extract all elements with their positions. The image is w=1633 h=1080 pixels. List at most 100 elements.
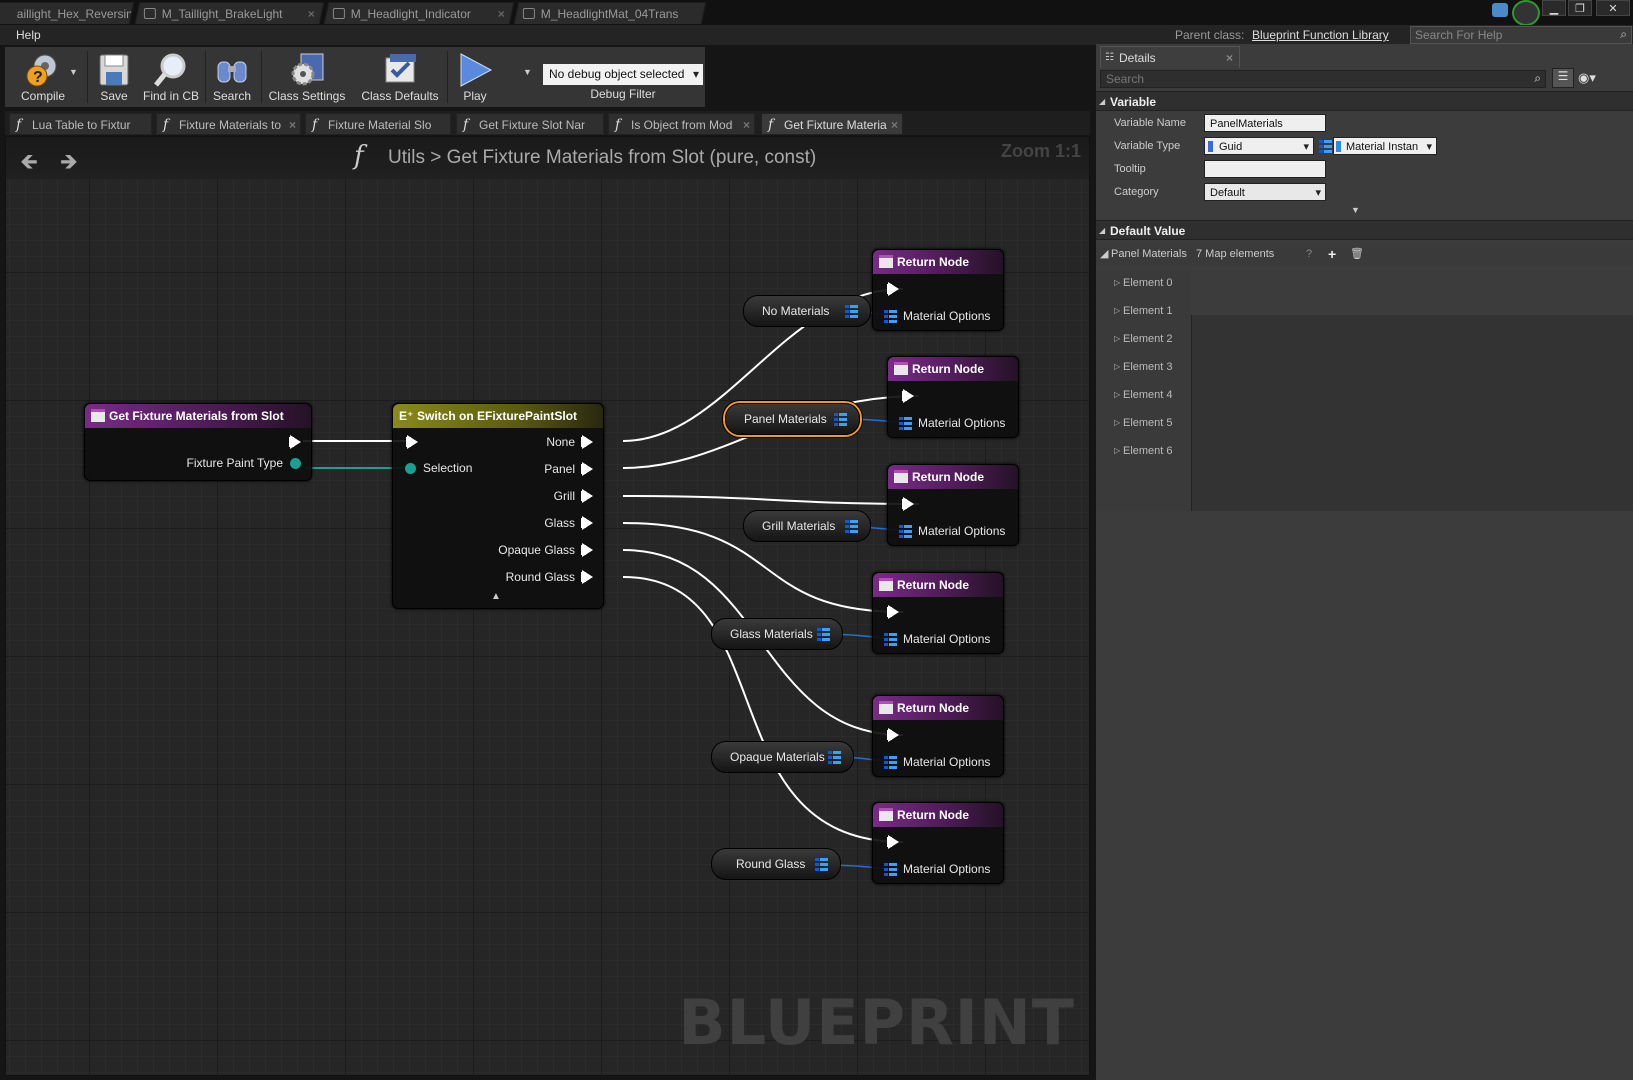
exec-in-pin[interactable] <box>406 435 418 449</box>
play-options-chevron-icon[interactable]: ▼ <box>523 67 532 77</box>
close-icon[interactable]: × <box>1225 51 1233 65</box>
class-defaults-button[interactable]: Class Defaults <box>357 47 443 107</box>
play-button[interactable]: Play <box>449 47 501 107</box>
output-panel-pin[interactable] <box>581 462 593 476</box>
debug-object-dropdown[interactable]: No debug object selected <box>543 64 703 85</box>
search-help-input[interactable]: Search For Help⌕ <box>1410 26 1632 44</box>
close-icon[interactable]: × <box>497 7 505 21</box>
maximize-icon[interactable]: ❐ <box>1568 0 1592 16</box>
entry-node[interactable]: Get Fixture Materials from Slot Fixture … <box>84 403 312 481</box>
close-window-icon[interactable]: ✕ <box>1596 0 1630 16</box>
doc-tab-2[interactable]: M_Taillight_BrakeLight× <box>134 2 325 24</box>
map-element-5[interactable]: Element 5 <box>1096 409 1191 437</box>
map-element-3[interactable]: Element 3 <box>1096 353 1191 381</box>
var-opaque-materials[interactable]: Opaque Materials <box>711 741 854 773</box>
output-opaque-glass-pin[interactable] <box>581 543 593 557</box>
unreal-logo-icon[interactable] <box>1512 0 1540 26</box>
array-pin-icon[interactable] <box>884 310 897 323</box>
output-none-pin[interactable] <box>581 435 593 449</box>
output-round-glass-pin[interactable] <box>581 570 593 584</box>
var-round-glass[interactable]: Round Glass <box>711 848 841 880</box>
forward-arrow-icon[interactable]: 🡺 <box>60 149 78 174</box>
fixture-paint-type-pin[interactable] <box>290 458 301 469</box>
var-glass-materials[interactable]: Glass Materials <box>711 618 843 650</box>
category-dropdown[interactable]: Default <box>1204 183 1326 202</box>
exec-out-pin[interactable] <box>289 435 301 449</box>
map-element-6[interactable]: Element 6 <box>1096 437 1191 465</box>
exec-in-pin[interactable] <box>902 497 914 511</box>
array-pin-icon[interactable] <box>845 520 858 533</box>
array-pin-icon[interactable] <box>834 413 847 426</box>
map-element-1[interactable]: Element 1 <box>1096 297 1191 325</box>
details-search-input[interactable]: Search⌕ <box>1100 70 1546 88</box>
output-glass-pin[interactable] <box>581 516 593 530</box>
array-pin-icon[interactable] <box>828 751 841 764</box>
menu-help[interactable]: Help <box>16 28 41 42</box>
class-settings-button[interactable]: Class Settings <box>263 47 351 107</box>
variable-name-input[interactable]: PanelMaterials <box>1204 114 1326 132</box>
collapse-up-icon[interactable]: ▲ <box>491 591 501 602</box>
find-in-cb-button[interactable]: Find in CB <box>141 47 201 107</box>
breadcrumb-root[interactable]: Utils <box>388 147 425 168</box>
var-no-materials[interactable]: No Materials <box>743 295 871 327</box>
output-grill-pin[interactable] <box>581 489 593 503</box>
compile-button[interactable]: ? Compile <box>5 47 81 107</box>
map-element-2[interactable]: Element 2 <box>1096 325 1191 353</box>
save-button[interactable]: Save <box>91 47 137 107</box>
list-view-icon[interactable]: ☰ <box>1552 68 1574 88</box>
exec-in-pin[interactable] <box>887 835 899 849</box>
array-pin-icon[interactable] <box>817 628 830 641</box>
array-pin-icon[interactable] <box>899 525 912 538</box>
section-default-value[interactable]: Default Value <box>1096 220 1633 241</box>
section-variable[interactable]: Variable <box>1096 91 1633 112</box>
doc-tab-1[interactable]: aillight_Hex_Reversing <box>0 2 135 24</box>
array-pin-icon[interactable] <box>884 863 897 876</box>
exec-in-pin[interactable] <box>887 605 899 619</box>
doc-tab-3[interactable]: M_Headlight_Indicator× <box>323 2 515 24</box>
close-icon[interactable]: × <box>288 118 296 132</box>
help-icon[interactable]: ? <box>1306 248 1313 260</box>
doc-tab-4[interactable]: M_HeadlightMat_04Trans <box>513 2 707 24</box>
back-arrow-icon[interactable]: 🡸 <box>20 149 38 174</box>
array-pin-icon[interactable] <box>845 305 858 318</box>
switch-node[interactable]: E⁺Switch on EFixturePaintSlot Selection … <box>392 403 604 609</box>
close-icon[interactable]: × <box>890 118 898 132</box>
close-icon[interactable]: × <box>742 118 750 132</box>
exec-in-pin[interactable] <box>902 389 914 403</box>
compile-options-chevron-icon[interactable]: ▼ <box>69 67 78 77</box>
tooltip-input[interactable] <box>1204 160 1326 178</box>
selection-pin[interactable] <box>405 463 416 474</box>
search-button[interactable]: Search <box>207 47 257 107</box>
eye-icon[interactable]: ◉▾ <box>1578 70 1596 85</box>
variable-type-value-dropdown[interactable]: Material Instan <box>1333 137 1437 156</box>
close-icon[interactable]: × <box>307 7 315 21</box>
var-panel-materials[interactable]: Panel Materials <box>725 403 860 435</box>
array-pin-icon[interactable] <box>884 633 897 646</box>
collapse-icon[interactable]: ◢ <box>1100 248 1109 260</box>
advanced-expand-icon[interactable]: ▼ <box>1351 205 1360 215</box>
array-pin-icon[interactable] <box>815 858 828 871</box>
var-grill-materials[interactable]: Grill Materials <box>743 510 871 542</box>
blueprint-graph[interactable]: 🡸 🡺 f Utils > Get Fixture Materials from… <box>5 136 1090 1076</box>
array-pin-icon[interactable] <box>884 756 897 769</box>
parent-class-link[interactable]: Blueprint Function Library <box>1252 28 1389 42</box>
variable-type-key-dropdown[interactable]: Guid <box>1204 137 1314 156</box>
details-tab[interactable]: ☷Details× <box>1100 46 1240 68</box>
trash-icon[interactable]: 🗑 <box>1350 248 1364 260</box>
minimize-icon[interactable]: ▁ <box>1542 0 1566 16</box>
add-element-icon[interactable]: + <box>1328 246 1337 262</box>
exec-in-pin[interactable] <box>887 728 899 742</box>
map-element-4[interactable]: Element 4 <box>1096 381 1191 409</box>
exec-in-pin[interactable] <box>887 282 899 296</box>
